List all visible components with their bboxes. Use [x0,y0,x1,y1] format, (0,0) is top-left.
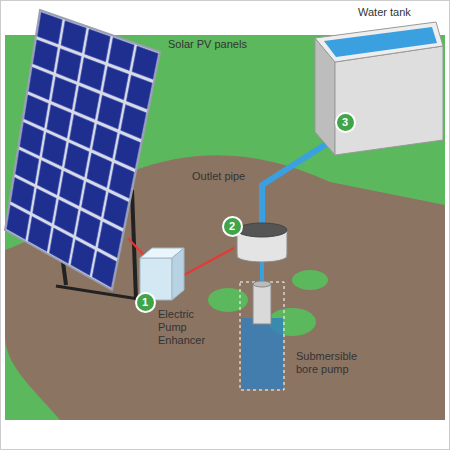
enhancer-box [172,248,184,300]
pv-cell [70,114,95,148]
pv-cell [115,134,140,169]
grass-patch [208,288,248,312]
pv-cell [54,200,78,235]
panel-frame [5,10,160,290]
pv-cell [15,150,39,184]
pv-cell [56,49,81,82]
pv-cell [7,205,30,240]
pv-cell [47,105,71,138]
callout-circle: 3 [335,112,356,133]
pv-cell [108,38,134,71]
callout-number: 2 [229,221,235,232]
grass [5,35,445,420]
pv-cell [28,217,51,252]
pv-cell [65,143,89,177]
pv-cell [104,193,129,228]
part-label: Electric Pump Enhancer [158,308,220,347]
grass-patch [292,270,328,290]
pv-cell [103,66,128,99]
submersible-pump [253,281,271,287]
pv-cell [59,171,83,206]
pv-cell [71,240,95,276]
pv-cell [75,86,100,119]
water-tank [315,22,443,62]
pv-cell [33,189,57,224]
water-tank [335,46,443,155]
ground [5,155,445,420]
pv-cell [76,211,100,246]
part-label: Water tank [358,6,411,19]
pv-cell [33,40,58,72]
part-label: Outlet pipe [192,170,245,183]
pv-cell [20,122,44,155]
pv-cell [42,133,66,167]
pv-cell [109,163,134,198]
pv-cell [85,29,111,62]
pv-cell [49,228,72,263]
submersible-pump [253,284,271,324]
callout-number: 3 [342,117,348,128]
bore-water [241,318,283,389]
pv-cell [80,58,105,91]
pv-cell [24,95,48,128]
bore-hole [240,282,284,390]
callout-number: 1 [142,297,148,308]
pump-head [238,238,286,256]
pv-cell [29,67,53,100]
pump-head [237,223,287,237]
pv-cell [37,12,62,44]
pv-cell [92,251,116,287]
part-label: Submersible bore pump [296,350,368,376]
part-label: Solar PV panels [168,38,247,51]
tank-water [324,27,437,57]
pv-cell [126,75,152,109]
panel-stand [56,286,145,300]
pv-cell [37,161,61,195]
pv-cell [98,95,123,129]
pv-cell [87,153,112,188]
pv-cell [121,105,146,139]
wire [184,248,234,275]
pv-cell [82,182,106,217]
pv-cell [98,222,122,258]
pv-cell [52,77,77,110]
pv-cell [61,21,86,53]
solar-panels [5,10,160,290]
pv-cell [92,124,117,158]
callout-circle: 2 [222,216,243,237]
pv-cell [11,177,34,211]
pv-cell [132,46,158,79]
callout-circle: 1 [135,292,156,313]
